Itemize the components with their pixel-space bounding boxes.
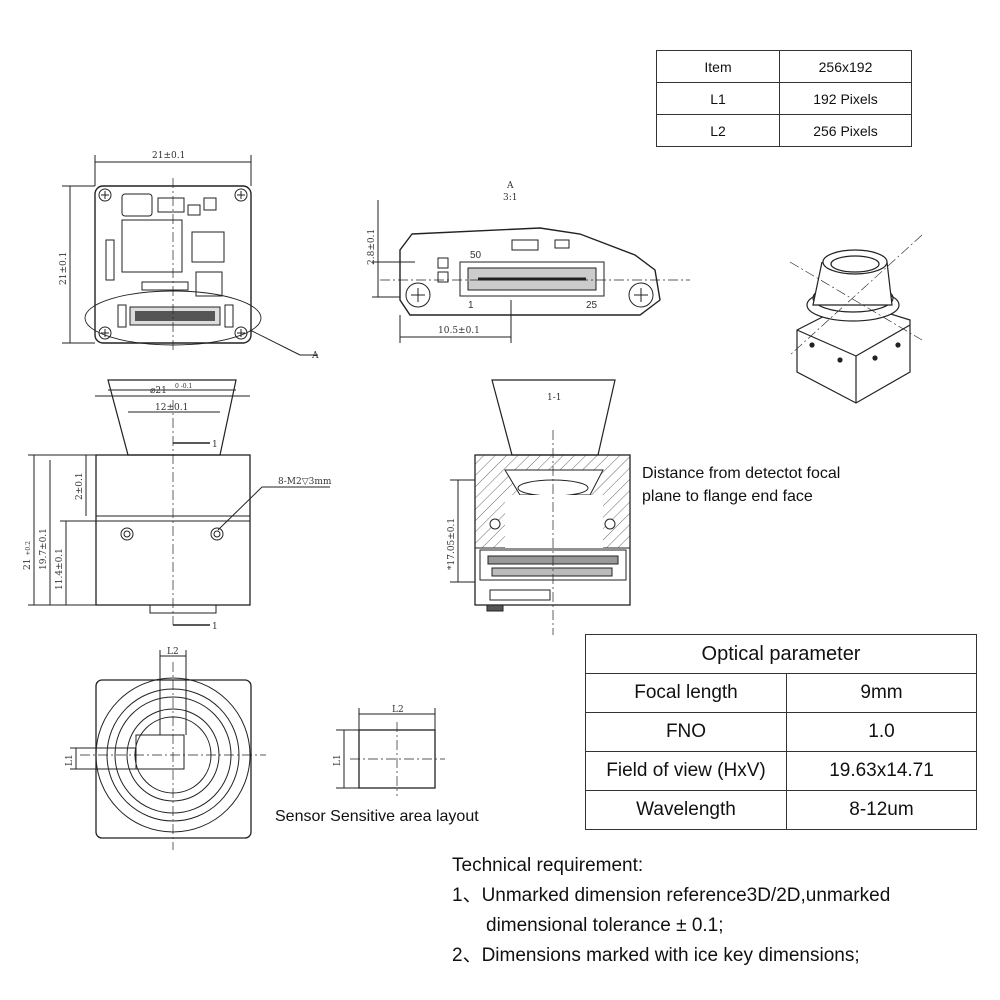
table-row: Field of view (HxV) 19.63x14.71 bbox=[585, 751, 977, 791]
table-row: L1 192 Pixels bbox=[656, 82, 912, 115]
total-height-dim: 21 +0.2 bbox=[23, 541, 33, 570]
table-cell: L1 bbox=[656, 82, 780, 115]
flange-note-line: Distance from detectot focal bbox=[642, 465, 841, 482]
table-cell: 8-12um bbox=[786, 790, 977, 830]
detail-scale: 3:1 bbox=[503, 193, 517, 203]
table-cell: 9mm bbox=[786, 673, 977, 713]
diameter-tol: 0 -0.1 bbox=[175, 383, 192, 390]
corner-screw-icon bbox=[98, 326, 112, 340]
pcb-top-view: A 21±0.1 21±0.1 bbox=[59, 151, 319, 361]
hole-height-dim: 11.4±0.1 bbox=[55, 548, 65, 590]
detail-a-view: A 3:1 50 1 25 2.8±0.1 10.5±0.1 bbox=[367, 181, 690, 343]
pin-50-label: 50 bbox=[470, 250, 482, 261]
table-row: Focal length 9mm bbox=[585, 673, 977, 713]
table-cell: Field of view (HxV) bbox=[585, 751, 787, 791]
section-mark-top: 1 bbox=[212, 440, 218, 450]
section-label: 1-1 bbox=[547, 393, 562, 403]
tech-title: Technical requirement: bbox=[452, 855, 644, 876]
detail-width-dim: 10.5±0.1 bbox=[438, 326, 480, 336]
tech-item: 1、Unmarked dimension reference3D/2D,unma… bbox=[452, 885, 891, 906]
detail-height-dim: 2.8±0.1 bbox=[367, 229, 377, 265]
bottom-view: L2 L1 bbox=[65, 647, 266, 850]
table-cell: Focal length bbox=[585, 673, 787, 713]
sensor-note: Sensor Sensitive area layout bbox=[275, 808, 479, 825]
bottom-l1-label: L1 bbox=[65, 754, 75, 766]
top-width-dim: 21±0.1 bbox=[152, 151, 185, 161]
body-height-dim: 19.7±0.1 bbox=[39, 528, 49, 570]
corner-screw-icon bbox=[234, 188, 248, 202]
table-cell: L2 bbox=[656, 114, 780, 147]
corner-screw-icon bbox=[234, 326, 248, 340]
flange-note: Distance from detectot focal plane to fl… bbox=[642, 462, 840, 508]
table-row: L2 256 Pixels bbox=[656, 114, 912, 147]
top-offset-dim: 2±0.1 bbox=[75, 472, 85, 500]
sensor-area-layout: L2 L1 bbox=[333, 705, 445, 796]
pin-1-label: 1 bbox=[468, 300, 474, 311]
tech-item: dimensional tolerance ± 0.1; bbox=[486, 915, 724, 936]
table-cell: 19.63x14.71 bbox=[786, 751, 977, 791]
table-cell: Item bbox=[656, 50, 780, 83]
optical-parameter-table: Optical parameter Focal length 9mm FNO 1… bbox=[585, 634, 977, 830]
detail-ref-label: A bbox=[311, 351, 319, 361]
pixel-item-table: Item 256x192 L1 192 Pixels L2 256 Pixels bbox=[656, 50, 912, 147]
table-row: Wavelength 8-12um bbox=[585, 790, 977, 830]
tech-item: 2、Dimensions marked with ice key dimensi… bbox=[452, 945, 860, 966]
detail-title: A bbox=[506, 181, 514, 191]
corner-screw-icon bbox=[98, 188, 112, 202]
flange-note-line: plane to flange end face bbox=[642, 488, 813, 505]
sensor-l2-label: L2 bbox=[392, 705, 404, 715]
table-cell: 192 Pixels bbox=[779, 82, 912, 115]
table-row: Item 256x192 bbox=[656, 50, 912, 83]
technical-requirements: Technical requirement: 1、Unmarked dimens… bbox=[452, 851, 890, 971]
isometric-view bbox=[789, 234, 923, 404]
flange-distance-dim: *17.05±0.1 bbox=[447, 518, 457, 570]
top-height-dim: 21±0.1 bbox=[59, 252, 69, 285]
thread-note: 8-M2▽3mm bbox=[278, 477, 332, 487]
table-title: Optical parameter bbox=[585, 634, 977, 674]
section-mark-bottom: 1 bbox=[212, 622, 218, 632]
section-view: 1-1 *17.05±0.1 bbox=[447, 379, 631, 635]
table-row: FNO 1.0 bbox=[585, 712, 977, 752]
pin-25-label: 25 bbox=[586, 300, 598, 311]
inner-width-dim: 12±0.1 bbox=[155, 403, 188, 413]
table-cell: FNO bbox=[585, 712, 787, 752]
table-cell: 256x192 bbox=[779, 50, 912, 83]
sensor-l1-label: L1 bbox=[333, 754, 343, 766]
table-cell: Wavelength bbox=[585, 790, 787, 830]
bottom-l2-label: L2 bbox=[167, 647, 179, 657]
table-cell: 1.0 bbox=[786, 712, 977, 752]
diameter-dim: ⌀21 bbox=[150, 386, 167, 396]
table-row: Optical parameter bbox=[585, 634, 977, 674]
side-view: 1 1 ⌀21 0 -0.1 12±0.1 8-M2▽3mm 21 +0.2 1… bbox=[23, 379, 332, 632]
table-cell: 256 Pixels bbox=[779, 114, 912, 147]
